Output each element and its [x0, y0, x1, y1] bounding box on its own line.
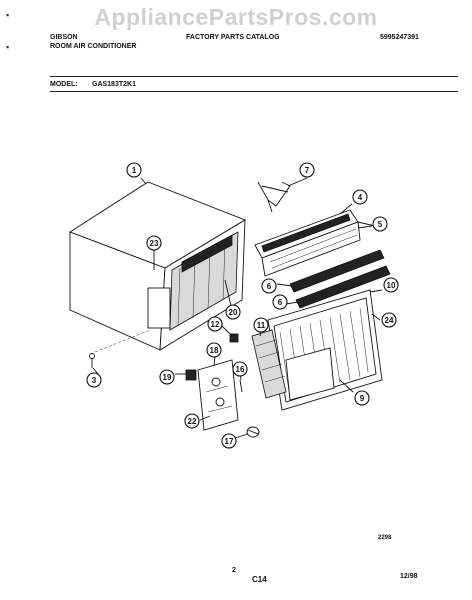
- control-panel: [197, 359, 239, 431]
- crop-mark-top-left: ▪: [6, 10, 10, 20]
- svg-text:16: 16: [236, 365, 245, 374]
- louver-bars: [289, 249, 391, 309]
- svg-text:22: 22: [188, 417, 197, 426]
- svg-text:5: 5: [378, 220, 383, 229]
- svg-text:12: 12: [211, 320, 220, 329]
- callout-22: 22: [184, 413, 200, 429]
- header-rule-top: [50, 76, 458, 77]
- svg-text:11: 11: [257, 321, 266, 330]
- svg-text:20: 20: [229, 308, 238, 317]
- model-label: MODEL:: [50, 81, 78, 88]
- callout-6-lower: 6: [272, 294, 288, 310]
- callout-23: 23: [146, 235, 162, 251]
- section-code: C14: [252, 575, 267, 584]
- catalog-number: 5995247391: [380, 34, 419, 41]
- watermark: AppliancePartsPros.com: [94, 4, 378, 30]
- svg-text:17: 17: [225, 437, 234, 446]
- mounting-clip: [257, 181, 291, 213]
- callout-11: 11: [253, 317, 269, 333]
- callout-18: 18: [206, 342, 222, 358]
- brand-name: GIBSON: [50, 34, 78, 41]
- svg-text:24: 24: [385, 316, 394, 325]
- air-filter: [251, 329, 287, 399]
- svg-text:9: 9: [360, 394, 365, 403]
- svg-text:3: 3: [92, 376, 97, 385]
- model-number: GAS183T2K1: [92, 81, 136, 88]
- callout-10: 10: [383, 277, 399, 293]
- callout-16: 16: [232, 361, 248, 377]
- front-grille: [267, 289, 383, 411]
- callout-4: 4: [352, 189, 368, 205]
- thermostat-bulb: [239, 379, 243, 393]
- callout-1: 1: [126, 162, 142, 178]
- svg-text:18: 18: [210, 346, 219, 355]
- svg-text:10: 10: [387, 281, 396, 290]
- page-number: 2: [232, 567, 236, 574]
- control-knob: [246, 426, 260, 438]
- svg-text:6: 6: [267, 282, 272, 291]
- svg-text:23: 23: [150, 239, 159, 248]
- callout-7: 7: [299, 162, 315, 178]
- product-name: ROOM AIR CONDITIONER: [50, 43, 137, 50]
- screw: [89, 353, 95, 368]
- cabinet: [69, 181, 247, 351]
- svg-text:1: 1: [132, 166, 137, 175]
- header-rule-bottom: [50, 91, 458, 92]
- callout-5: 5: [372, 216, 388, 232]
- callout-17: 17: [221, 433, 237, 449]
- revision-date: 12/98: [400, 573, 418, 580]
- callout-12: 12: [207, 316, 223, 332]
- louver-assembly: [254, 209, 376, 277]
- callout-9: 9: [354, 390, 370, 406]
- capacitor-clip: [229, 333, 239, 343]
- svg-text:4: 4: [358, 193, 363, 202]
- svg-text:19: 19: [163, 373, 172, 382]
- callout-6-upper: 6: [261, 278, 277, 294]
- selector-switch: [185, 369, 197, 381]
- callout-3: 3: [86, 372, 102, 388]
- svg-text:7: 7: [305, 166, 310, 175]
- drawing-code: 2298: [378, 535, 392, 541]
- callout-20: 20: [225, 304, 241, 320]
- callout-19: 19: [159, 369, 175, 385]
- crop-mark-left: ▪: [6, 42, 10, 52]
- svg-text:6: 6: [278, 298, 283, 307]
- catalog-title: FACTORY PARTS CATALOG: [186, 34, 280, 41]
- callout-24: 24: [381, 312, 397, 328]
